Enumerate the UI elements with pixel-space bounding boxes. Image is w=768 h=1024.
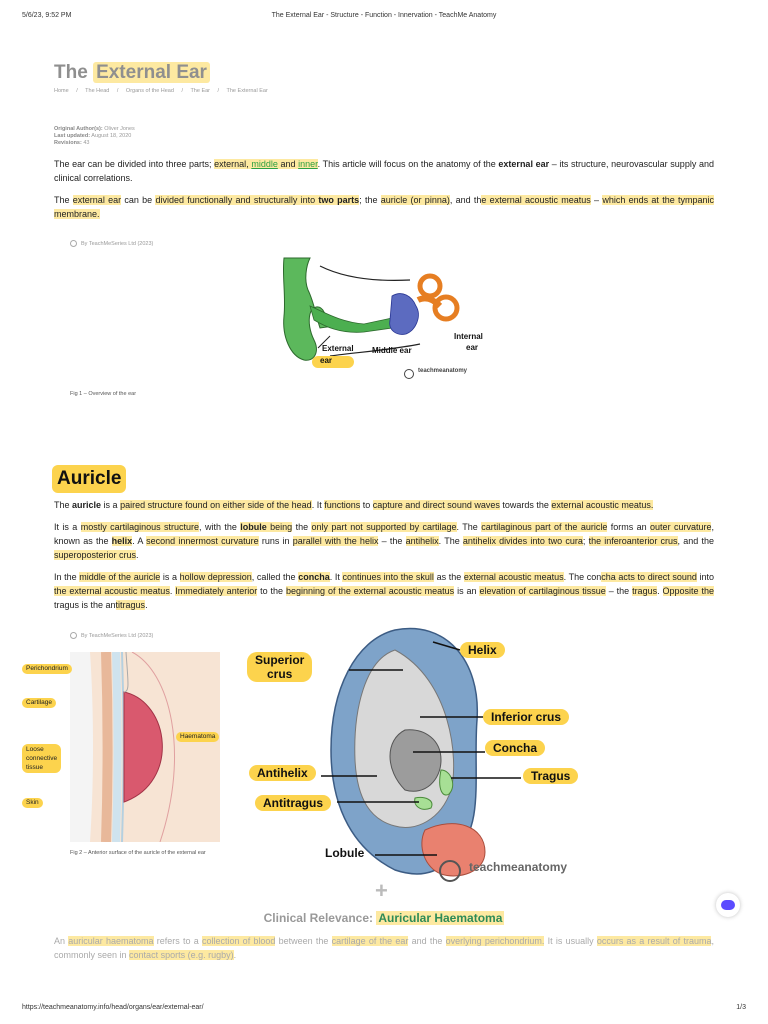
fig1-credit: By TeachMeSeries Ltd (2023) — [70, 240, 153, 247]
fig2-logo: teachmeanatomy — [469, 860, 568, 874]
auricle-paragraph-3: In the middle of the auricle is a hollow… — [54, 572, 714, 610]
print-header: 5/6/23, 9:52 PM The External Ear - Struc… — [22, 12, 746, 22]
link-middle[interactable]: middle — [251, 159, 278, 169]
label-cartilage: Cartilage — [22, 698, 57, 708]
copyright-icon — [404, 369, 414, 379]
breadcrumb-organs[interactable]: Organs of the Head — [125, 88, 174, 94]
label-perichondrium: Perichondrium — [22, 664, 72, 674]
author-label: Original Author(s): — [54, 126, 103, 132]
ear-overview-diagram — [282, 257, 460, 361]
breadcrumb-ear[interactable]: The Ear — [190, 88, 211, 94]
label-external: External — [322, 344, 354, 353]
expand-plus-icon[interactable]: + — [375, 878, 388, 903]
print-page-number: 1/3 — [736, 1004, 746, 1011]
fig1-caption: Fig 1 – Overview of the ear — [70, 391, 137, 397]
author-name[interactable]: Oliver Jones — [104, 126, 135, 132]
breadcrumb-head[interactable]: The Head — [85, 88, 110, 94]
breadcrumb-sep: / — [181, 88, 183, 94]
print-title: The External Ear - Structure - Function … — [271, 12, 497, 19]
semicircular-canal — [417, 273, 443, 299]
revisions-count[interactable]: 43 — [83, 140, 90, 146]
print-date: 5/6/23, 9:52 PM — [22, 12, 72, 19]
print-url: https://teachmeanatomy.info/head/organs/… — [22, 1004, 204, 1011]
breadcrumb-home[interactable]: Home — [54, 88, 69, 94]
external-ear-shape — [282, 257, 335, 361]
fig1-logo: teachmeanatomy — [418, 368, 468, 374]
label-helix: Helix — [460, 642, 505, 658]
revisions-label: Revisions: — [54, 140, 82, 146]
breadcrumb-sep: / — [217, 88, 220, 94]
label-internal-ear: ear — [466, 343, 479, 352]
label-antitragus: Antitragus — [255, 795, 331, 811]
updated-date: August 18, 2020 — [91, 133, 132, 139]
chat-widget-icon[interactable] — [716, 893, 740, 917]
copyright-icon — [439, 860, 461, 882]
page-title-highlight: External Ear — [93, 62, 210, 83]
fig1-ear-overview: External ear Middle ear Internal ear tea… — [280, 256, 490, 384]
clinical-relevance-title[interactable]: Clinical Relevance: Auricular Haematoma — [263, 911, 505, 925]
label-antihelix: Antihelix — [249, 765, 316, 781]
intro-paragraph-1: The ear can be divided into three parts;… — [54, 159, 714, 183]
breadcrumb: Home / The Head / Organs of the Head / T… — [54, 88, 274, 94]
breadcrumb-sep: / — [76, 88, 78, 94]
clinical-paragraph: An auricular haematoma refers to a colle… — [54, 936, 714, 960]
breadcrumb-sep: / — [116, 88, 119, 94]
breadcrumb-current: The External Ear — [226, 88, 268, 94]
fig2-caption: Fig 2 – Anterior surface of the auricle … — [70, 850, 206, 856]
label-skin: Skin — [22, 798, 43, 808]
label-lobule: Lobule — [325, 846, 365, 860]
print-footer: https://teachmeanatomy.info/head/organs/… — [22, 1004, 746, 1014]
page-title-prefix: The — [54, 62, 88, 83]
haematoma-diagram — [70, 651, 220, 843]
page-title: The External Ear — [54, 62, 210, 84]
auricle-diagram — [321, 627, 521, 877]
haematoma-shape — [123, 691, 163, 803]
label-middle-ear: Middle ear — [372, 346, 412, 355]
link-inner[interactable]: inner — [298, 159, 318, 169]
auricle-paragraph-1: The auricle is a paired structure found … — [54, 500, 654, 510]
label-external-ear: ear — [320, 356, 333, 365]
fig2-credit: By TeachMeSeries Ltd (2023) — [70, 632, 153, 639]
updated-label: Last updated: — [54, 133, 91, 139]
label-internal: Internal — [454, 332, 483, 341]
intro-paragraph-2: The external ear can be divided function… — [54, 195, 714, 219]
auricle-paragraph-2: It is a mostly cartilaginous structure, … — [54, 522, 714, 560]
copyright-icon — [70, 632, 77, 639]
label-haematoma: Haematoma — [176, 732, 220, 742]
copyright-icon — [70, 240, 77, 247]
link-external[interactable]: external — [214, 159, 247, 169]
article-meta: Original Author(s): Oliver Jones Last up… — [54, 126, 135, 147]
label-concha: Concha — [485, 740, 546, 756]
middle-ear-shape — [389, 293, 419, 335]
auricle-heading: Auricle — [52, 465, 127, 493]
external-ear-tag-bg — [312, 356, 354, 368]
cochlea — [432, 294, 460, 322]
label-tragus: Tragus — [523, 768, 579, 784]
label-inferior-crus: Inferior crus — [483, 709, 570, 725]
